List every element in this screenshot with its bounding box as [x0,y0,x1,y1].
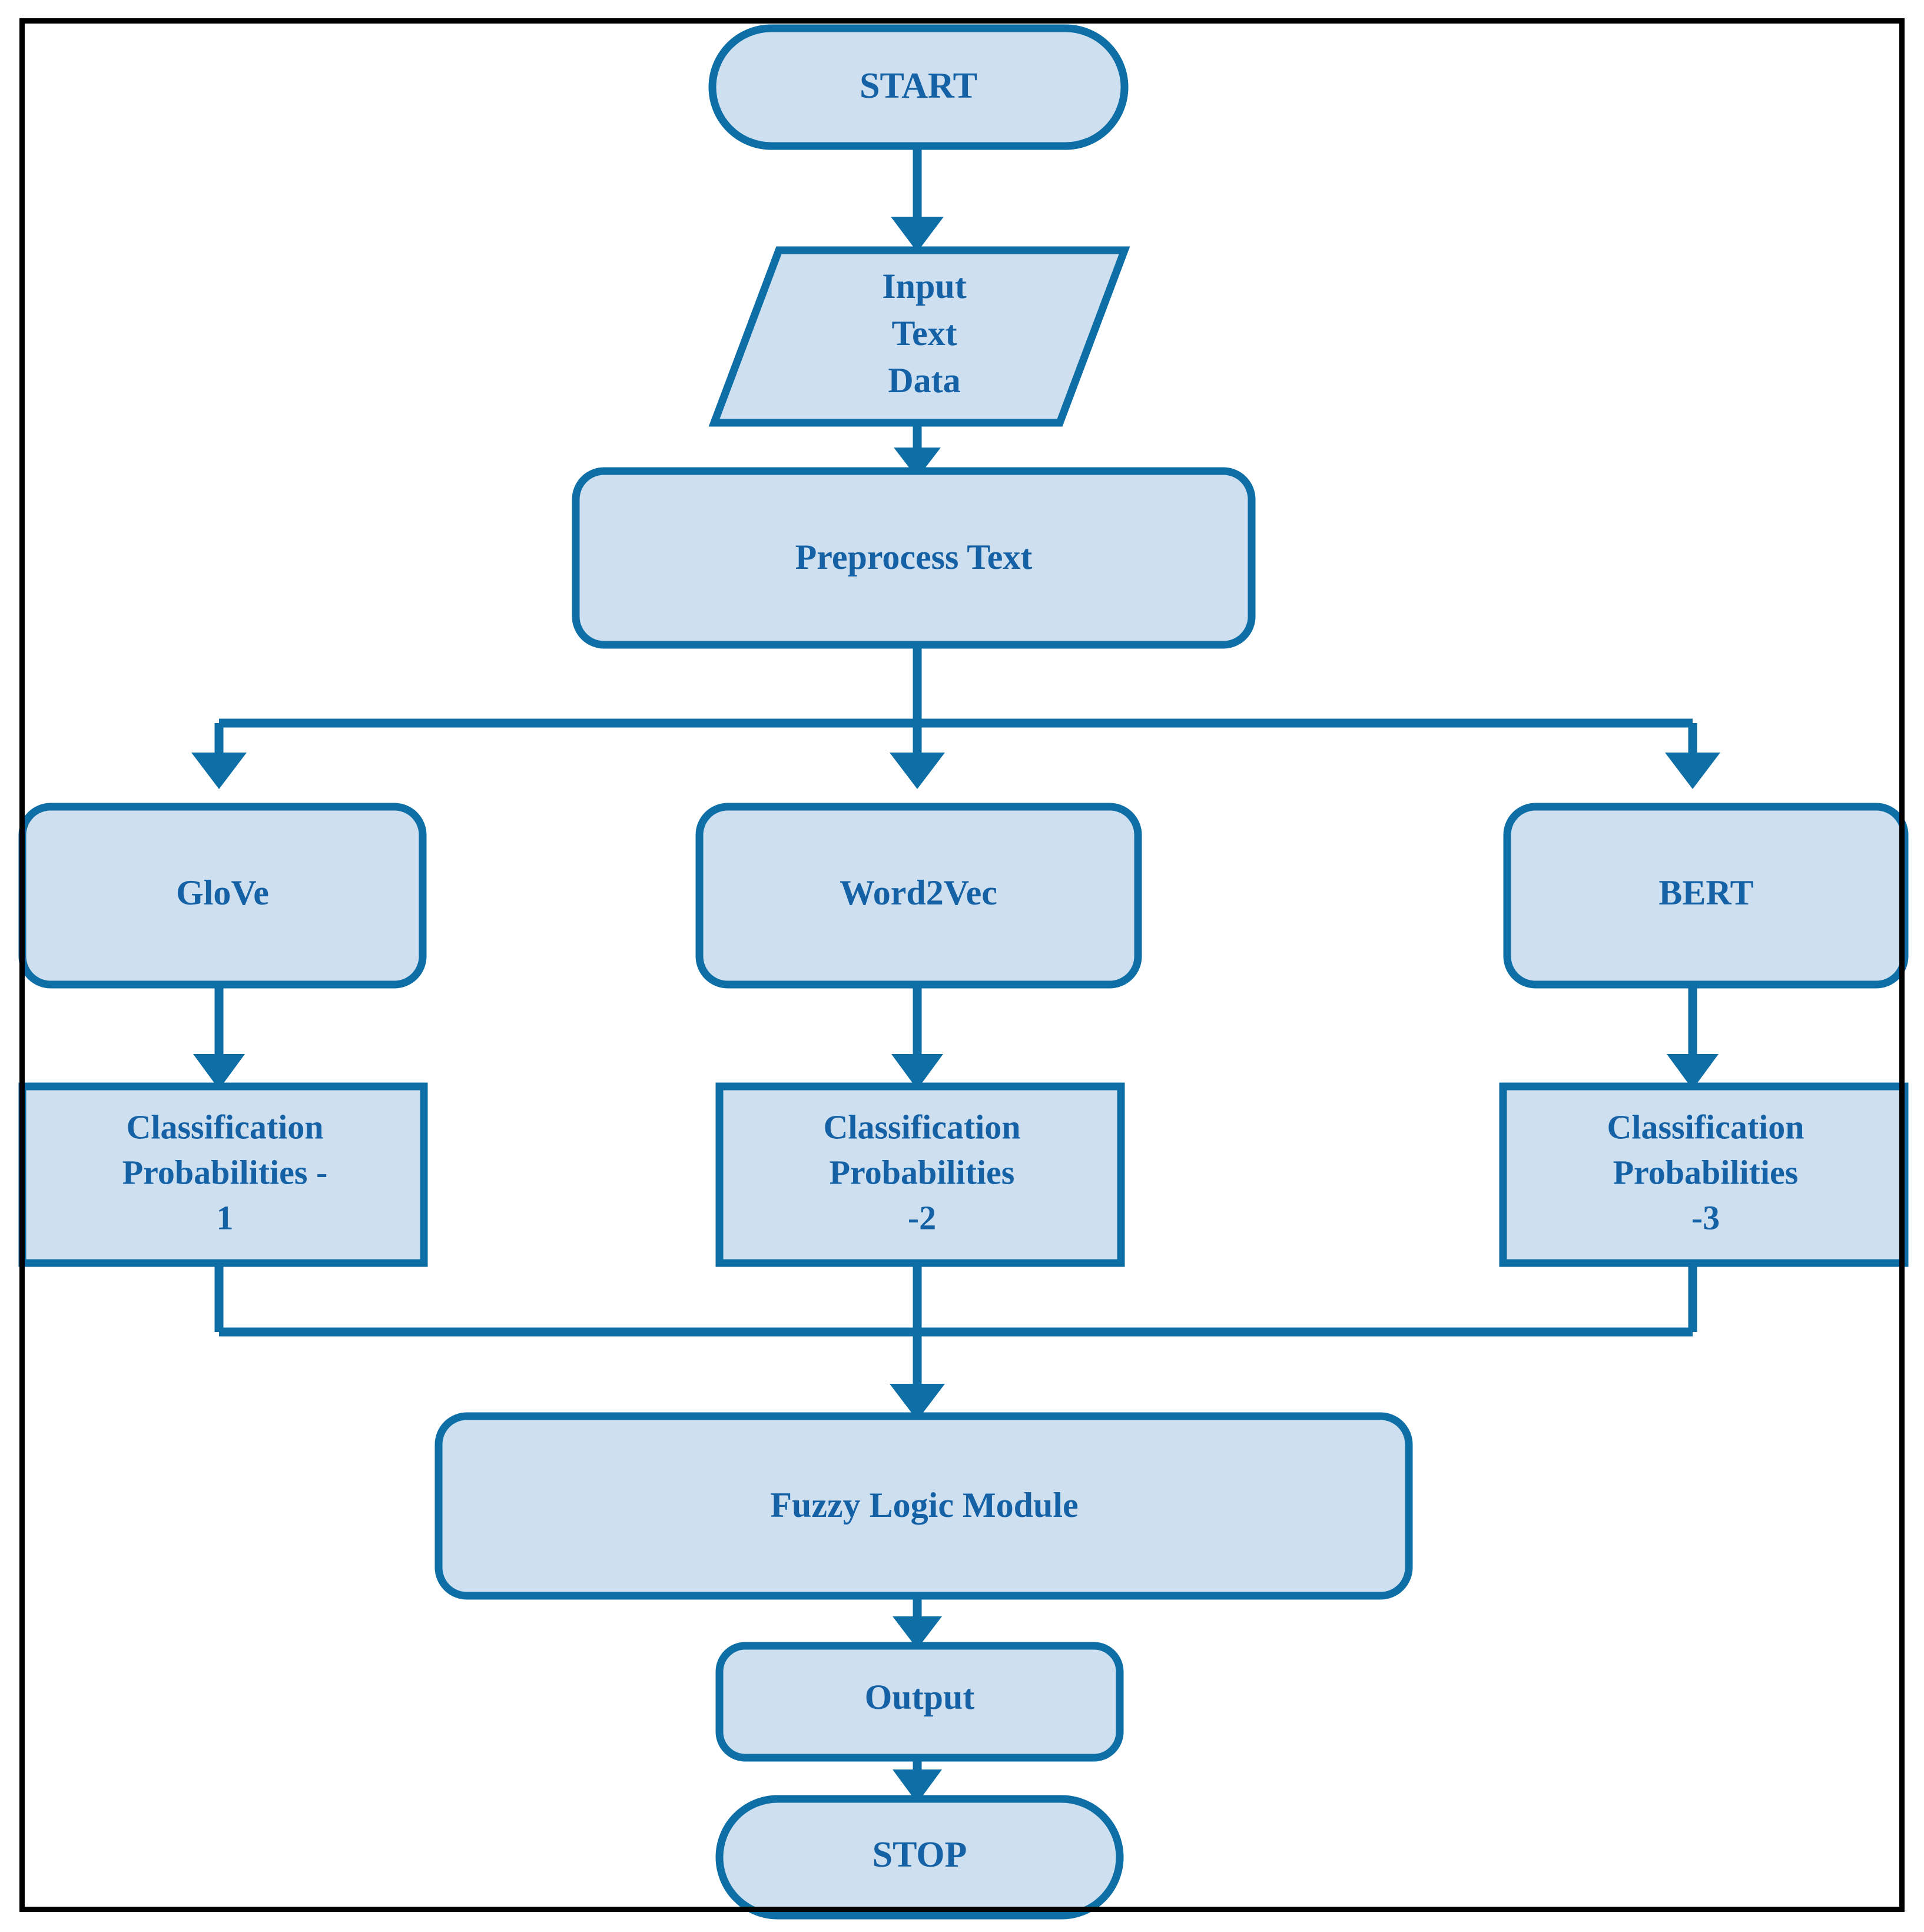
edge-bert-to-prob3 [1667,985,1719,1089]
prob2-label-line-3: -2 [908,1198,936,1237]
edge-preprocess-to-branch-bus [191,645,1720,789]
node-preprocess-text[interactable]: Preprocess Text [572,467,1256,649]
prob3-label-line-1: Classification [1607,1108,1804,1146]
node-stop[interactable]: STOP [715,1795,1124,1920]
node-classification-probabilities-2[interactable]: Classification Probabilities -2 [715,1082,1125,1267]
prob2-shape [715,1082,1125,1267]
input-label-line-3: Data [888,361,960,400]
edge-input-to-preprocess [894,423,941,478]
node-glove[interactable]: GloVe [18,803,427,989]
prob2-label-line-2: Probabilities [830,1153,1015,1191]
preprocess-shape [572,467,1256,649]
start-label: START [860,66,977,106]
prob2-label-line-1: Classification [823,1108,1020,1146]
node-classification-probabilities-3[interactable]: Classification Probabilities -3 [1499,1082,1909,1267]
output-shape [715,1642,1124,1762]
edge-start-to-input [891,146,944,252]
prob3-label-line-2: Probabilities [1613,1153,1799,1191]
start-shape [708,24,1129,150]
prob3-shape [1499,1082,1909,1267]
prob3-label-line-3: -3 [1691,1198,1720,1237]
input-label-line-1: Input [882,267,966,306]
fuzzy-shape [434,1412,1413,1600]
preprocess-label: Preprocess Text [795,538,1033,576]
edge-glove-to-prob1 [193,985,245,1089]
input-shape [708,246,1130,427]
word2vec-shape [695,803,1142,989]
edge-word2vec-to-prob2 [891,985,943,1089]
node-bert[interactable]: BERT [1503,803,1909,989]
word2vec-label: Word2Vec [840,873,997,912]
stop-shape [715,1795,1124,1920]
node-output[interactable]: Output [715,1642,1124,1762]
bert-shape [1503,803,1909,989]
node-start[interactable]: START [708,24,1129,150]
node-fuzzy-logic-module[interactable]: Fuzzy Logic Module [434,1412,1413,1600]
edge-probabilities-to-fuzzy [214,1263,1697,1420]
glove-label: GloVe [176,873,269,912]
prob1-label-line-3: 1 [217,1198,234,1237]
node-word2vec[interactable]: Word2Vec [695,803,1142,989]
prob1-label-line-1: Classification [126,1108,323,1146]
fuzzy-label: Fuzzy Logic Module [770,1486,1078,1525]
node-input-text-data[interactable]: Input Text Data [708,246,1130,427]
edge-fuzzy-to-output [893,1596,942,1649]
output-label: Output [865,1678,975,1716]
prob1-label-line-2: Probabilities - [122,1153,328,1191]
input-label-line-2: Text [891,314,957,353]
bert-label: BERT [1658,873,1753,912]
node-classification-probabilities-1[interactable]: Classification Probabilities - 1 [18,1082,428,1267]
stop-label: STOP [873,1835,967,1875]
